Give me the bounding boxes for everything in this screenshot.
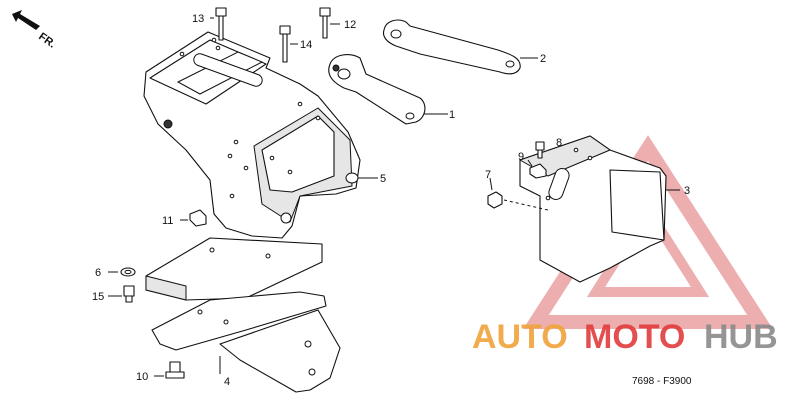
bolt-10 [154,361,185,379]
callout-1: 1 [449,109,455,121]
callout-3: 3 [684,185,690,197]
callout-13: 13 [192,13,204,25]
watermark-wordmark: AUTO MOTO HUB [472,318,778,356]
bolt-11 [180,209,207,227]
callout-7: 7 [485,169,491,181]
washer-6 [108,267,136,277]
callout-4: 4 [224,376,230,388]
drawing-reference: 7698 - F3900 [632,376,692,387]
watermark-hub: HUB [704,318,778,356]
callout-5: 5 [380,173,386,185]
bolt-8 [535,141,545,159]
bolt-14 [279,25,298,63]
callout-14: 14 [300,39,312,51]
bolt-15 [108,285,135,303]
front-direction-label: FR. [36,31,57,51]
main-bracket-part-5 [143,31,378,239]
watermark-auto: AUTO [472,318,568,356]
watermark-moto: MOTO [584,318,685,356]
bolt-9 [527,159,547,179]
front-direction-arrow: FR. [12,10,58,51]
callout-10: 10 [136,371,148,383]
callout-6: 6 [95,267,101,279]
nut-7 [487,177,549,211]
callout-2: 2 [540,53,546,65]
callout-12: 12 [344,19,356,31]
callout-11: 11 [162,215,173,227]
bolt-12 [319,7,340,39]
lower-plate-part-4 [145,237,341,393]
callout-15: 15 [92,291,104,303]
bolt-13 [210,7,227,41]
callout-8: 8 [556,137,562,149]
arm-part-2 [382,19,538,75]
shield-cover-part-3 [519,135,680,283]
arm-part-1 [328,54,448,125]
callout-9: 9 [518,151,524,163]
